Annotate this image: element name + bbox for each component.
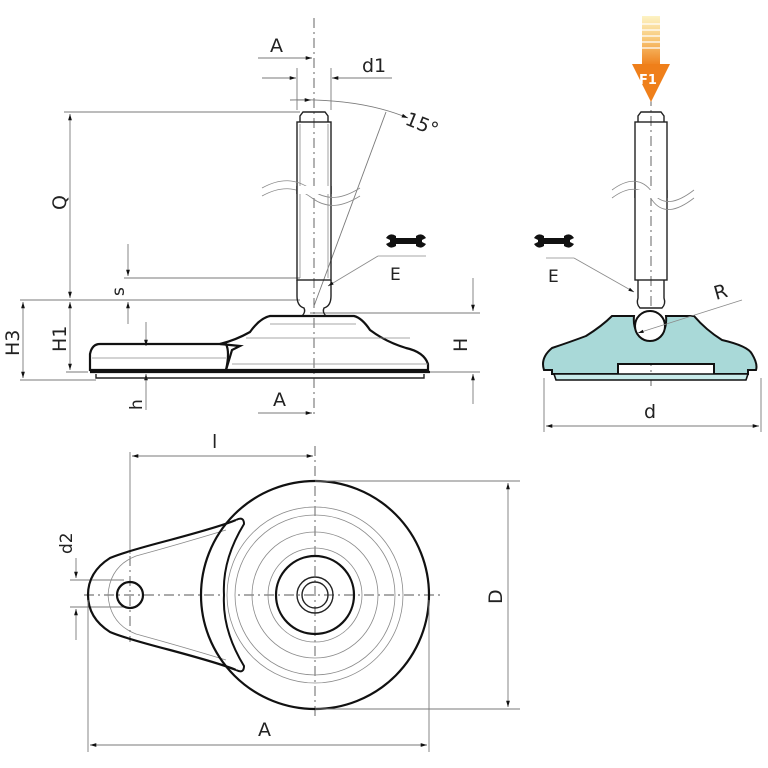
force-arrow-icon: F1 — [632, 16, 670, 102]
dimension-A-top: A — [258, 35, 313, 60]
dimension-d1: d1 — [262, 55, 392, 110]
dimension-R: R — [637, 280, 743, 334]
label-H3: H3 — [2, 330, 24, 356]
section-wrench-callout: E — [534, 234, 635, 293]
threaded-stem — [261, 111, 361, 317]
dimension-l: l — [129, 431, 314, 554]
label-A-top-view: A — [258, 719, 271, 741]
label-A-top: A — [270, 35, 283, 57]
label-H: H — [450, 338, 472, 352]
dimension-D: D — [315, 480, 520, 710]
label-d: d — [644, 401, 656, 423]
wrench-flat-callout: E — [327, 234, 426, 287]
section-stem — [611, 111, 695, 309]
label-Q: Q — [49, 195, 71, 210]
dimension-H1-H3: H1 H3 — [2, 299, 300, 381]
side-view: A d1 15° Q s — [2, 18, 480, 418]
dimension-d2: d2 — [57, 532, 124, 640]
label-h: h — [127, 399, 147, 410]
dimension-H: H — [310, 278, 480, 404]
section-view: F1 E R — [534, 16, 762, 432]
ball-joint — [634, 310, 666, 342]
label-s: s — [109, 287, 129, 296]
force-label: F1 — [639, 73, 657, 88]
label-D: D — [485, 589, 507, 604]
label-d1: d1 — [362, 55, 386, 77]
label-E-section: E — [548, 267, 559, 287]
fixing-lug — [86, 518, 237, 672]
label-l: l — [212, 431, 217, 453]
dimension-h: h — [127, 322, 148, 410]
top-view: l d2 — [57, 431, 520, 752]
label-H1: H1 — [49, 326, 71, 352]
wrench-icon — [534, 234, 574, 248]
dimension-Q: Q — [49, 111, 300, 299]
label-R: R — [711, 280, 730, 305]
wrench-icon — [386, 234, 426, 248]
dimension-angle-15: 15° — [289, 98, 442, 307]
lug-hole — [115, 580, 145, 610]
base-side — [88, 314, 430, 379]
dimension-s: s — [109, 244, 300, 324]
dimension-A-bottom: A — [258, 389, 313, 415]
dimension-A-top-view: A — [87, 600, 430, 752]
base-section — [542, 310, 758, 381]
dimension-d: d — [543, 378, 762, 432]
label-A-bottom: A — [273, 389, 286, 411]
label-angle: 15° — [402, 108, 441, 141]
label-d2: d2 — [57, 532, 77, 554]
label-E-side: E — [390, 265, 401, 285]
